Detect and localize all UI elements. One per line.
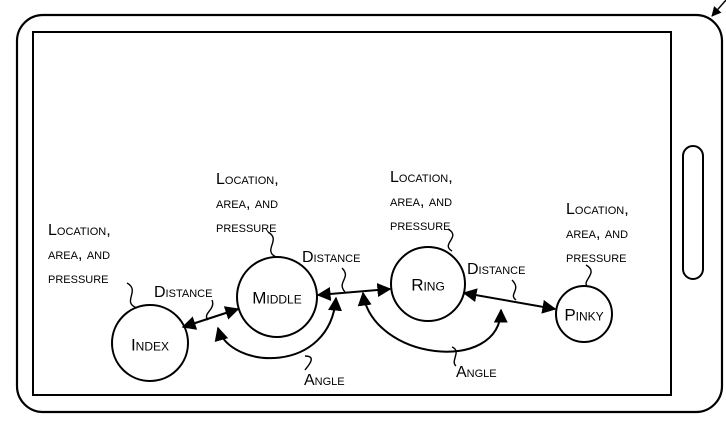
- leader-ring: [447, 228, 454, 252]
- home-button[interactable]: [682, 145, 704, 280]
- leader-middle: [267, 231, 277, 258]
- svg-text:Location,: Location,: [216, 171, 279, 188]
- angle-arc-middle-ring-pinky: [357, 291, 508, 353]
- finger-label-index: Index: [131, 336, 169, 355]
- reference-arrow: [711, 0, 726, 17]
- finger-label-pinky: Pinky: [564, 306, 603, 325]
- finger-node-pinky: Pinky: [555, 285, 613, 343]
- leader-distance-rp: [511, 279, 517, 301]
- attribute-label-ring: Location, area, and pressure: [390, 169, 453, 234]
- svg-text:area, and: area, and: [390, 193, 452, 210]
- svg-text:area, and: area, and: [48, 246, 110, 263]
- finger-node-index: Index: [111, 304, 189, 382]
- angle-label-2: Angle: [456, 364, 497, 381]
- leader-pinky: [585, 264, 592, 288]
- distance-label-index-middle: Distance: [154, 284, 212, 301]
- finger-label-ring: Ring: [411, 276, 445, 295]
- svg-text:pressure: pressure: [390, 217, 451, 234]
- svg-text:area, and: area, and: [566, 225, 628, 242]
- distance-label-ring-pinky: Distance: [467, 261, 525, 278]
- leader-angle-1: [304, 355, 312, 371]
- distance-arrow-middle-ring: [316, 283, 392, 301]
- svg-text:pressure: pressure: [566, 249, 627, 266]
- finger-node-ring: Ring: [390, 246, 466, 322]
- attribute-label-pinky: Location, area, and pressure: [566, 201, 629, 266]
- angle-label-1: Angle: [304, 372, 345, 389]
- svg-text:Location,: Location,: [48, 222, 111, 239]
- attribute-label-index: Location, area, and pressure: [48, 222, 111, 287]
- leader-distance-im: [205, 299, 214, 321]
- finger-node-middle: Middle: [236, 256, 318, 338]
- svg-text:pressure: pressure: [48, 270, 109, 287]
- svg-text:area, and: area, and: [216, 195, 278, 212]
- svg-text:Location,: Location,: [390, 169, 453, 186]
- attribute-label-middle: Location, area, and pressure: [216, 171, 279, 236]
- finger-label-middle: Middle: [252, 289, 302, 308]
- svg-text:pressure: pressure: [216, 219, 277, 236]
- svg-text:Location,: Location,: [566, 201, 629, 218]
- distance-label-middle-ring: Distance: [302, 249, 360, 266]
- leader-distance-mr: [341, 267, 347, 293]
- leader-angle-2: [451, 346, 457, 367]
- angle-arc-index-middle-ring: [214, 296, 342, 360]
- leader-index: [126, 282, 138, 309]
